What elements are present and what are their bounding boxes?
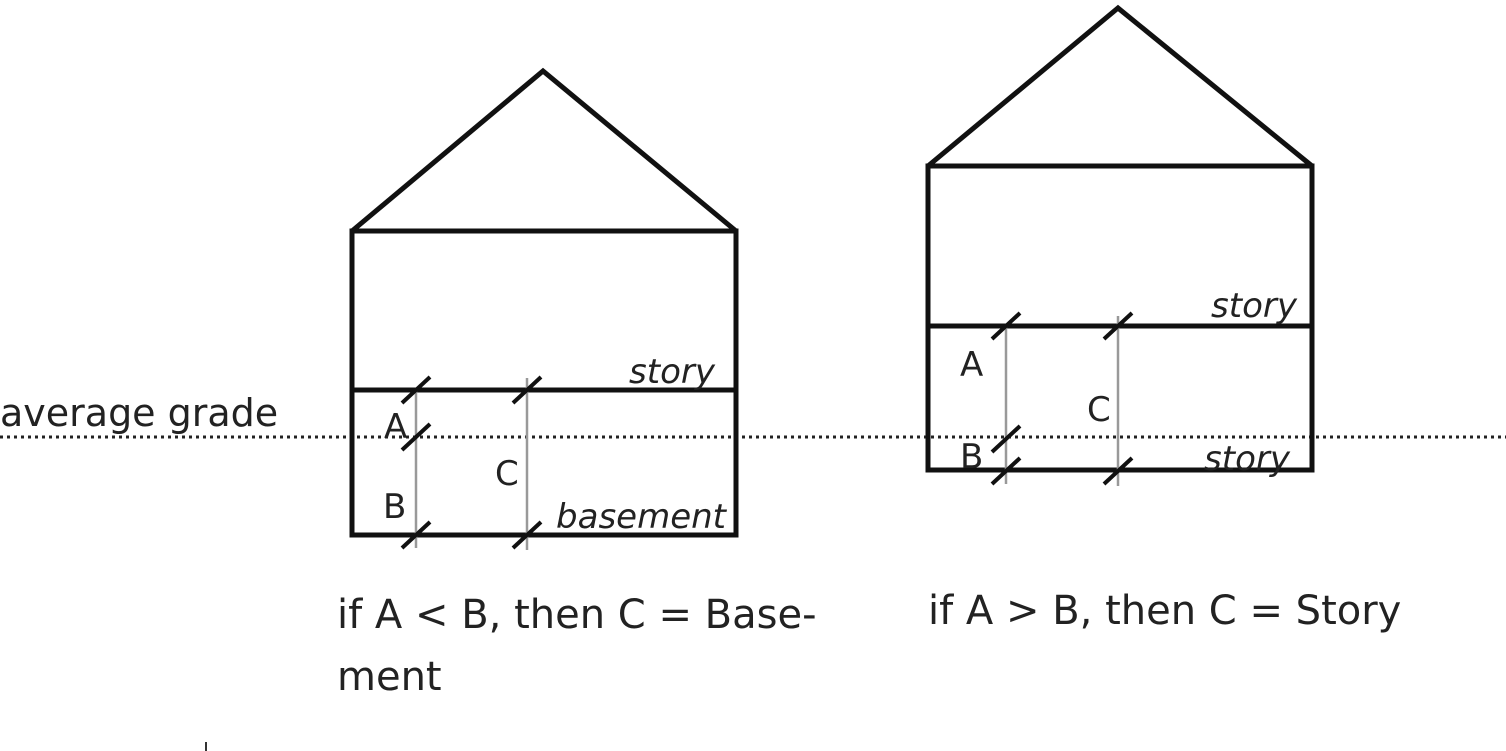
left-caption-line2: ment — [337, 654, 442, 700]
left-house: story basement A B C if A < B, then C = … — [337, 67, 817, 700]
right-b-label: B — [960, 437, 983, 477]
left-basement-label: basement — [556, 497, 728, 537]
left-dimension-ticks — [400, 375, 543, 550]
average-grade-label: average grade — [0, 391, 278, 435]
right-roof — [926, 4, 1314, 168]
right-house: story story A B C if A > B, then C = Sto… — [925, 4, 1401, 634]
right-a-label: A — [960, 345, 983, 385]
left-story-label: story — [629, 352, 716, 392]
right-c-label: C — [1087, 390, 1111, 430]
right-upper-story-label: story — [1211, 286, 1298, 326]
right-caption: if A > B, then C = Story — [928, 588, 1401, 634]
left-house-walls — [349, 228, 739, 538]
left-b-label: B — [383, 487, 406, 527]
left-c-label: C — [495, 454, 519, 494]
left-caption-line1: if A < B, then C = Base- — [337, 592, 817, 638]
left-roof — [350, 67, 738, 233]
left-a-label: A — [384, 407, 407, 447]
right-dimension-ticks — [990, 311, 1134, 486]
right-lower-story-label: story — [1204, 439, 1291, 479]
